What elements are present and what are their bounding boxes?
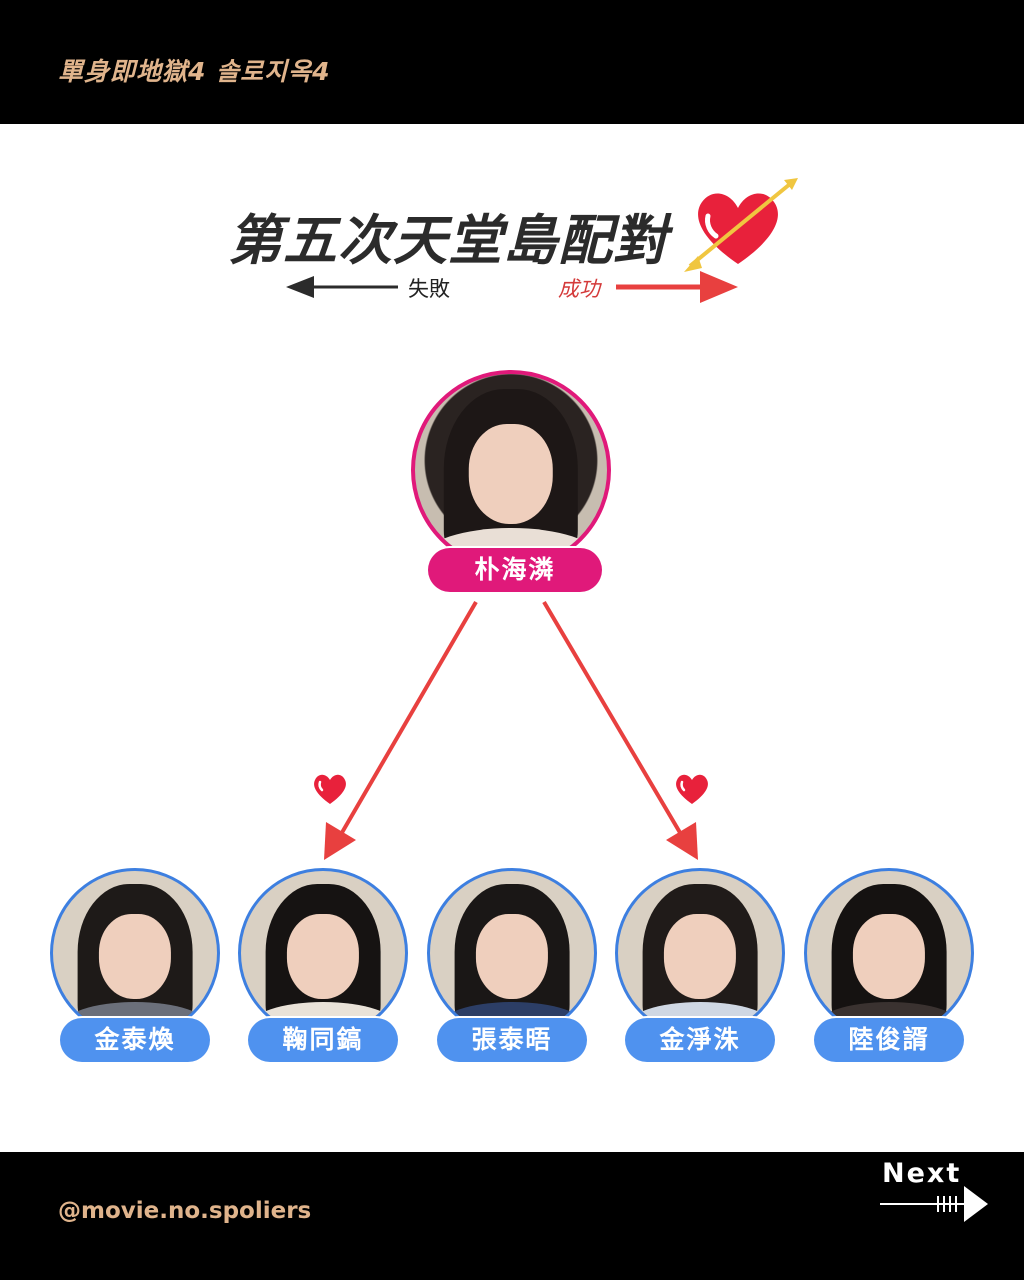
next-label: Next (882, 1158, 962, 1189)
name-badge-male-2: 鞠同鎬 (248, 1018, 398, 1062)
avatar-male-5 (804, 868, 974, 1038)
arrow-to-match-1 (338, 600, 478, 838)
series-title: 單身即地獄4 솔로지옥4 (58, 57, 331, 86)
name-badge-male-4: 金淨洙 (625, 1018, 775, 1062)
avatar-female (411, 370, 611, 570)
next-arrow-icon (880, 1186, 988, 1222)
avatar-male-4 (615, 868, 785, 1038)
arrow-to-match-2 (542, 600, 684, 838)
arrowhead-match-1 (324, 822, 356, 860)
legend-success-label: 成功 (558, 277, 600, 301)
account-handle: @movie.no.spoliers (58, 1198, 312, 1224)
page-title: 第五次天堂島配對 (228, 209, 668, 272)
arrow-right-icon (616, 271, 738, 303)
avatar-male-1 (50, 868, 220, 1038)
avatar-male-3 (427, 868, 597, 1038)
heart-icon (676, 774, 708, 804)
name-badge-male-1: 金泰煥 (60, 1018, 210, 1062)
arrow-left-icon (286, 276, 398, 298)
top-banner (0, 0, 1024, 124)
legend-fail-label: 失敗 (408, 277, 450, 301)
bottom-banner (0, 1152, 1024, 1280)
heart-arrow-icon (684, 178, 798, 272)
name-badge-male-3: 張泰晤 (437, 1018, 587, 1062)
avatar-male-2 (238, 868, 408, 1038)
name-badge-female: 朴海潾 (428, 548, 602, 592)
arrowhead-match-2 (666, 822, 698, 860)
heart-icon (314, 774, 346, 804)
next-button[interactable]: Next (876, 1156, 996, 1226)
name-badge-male-5: 陸俊諝 (814, 1018, 964, 1062)
